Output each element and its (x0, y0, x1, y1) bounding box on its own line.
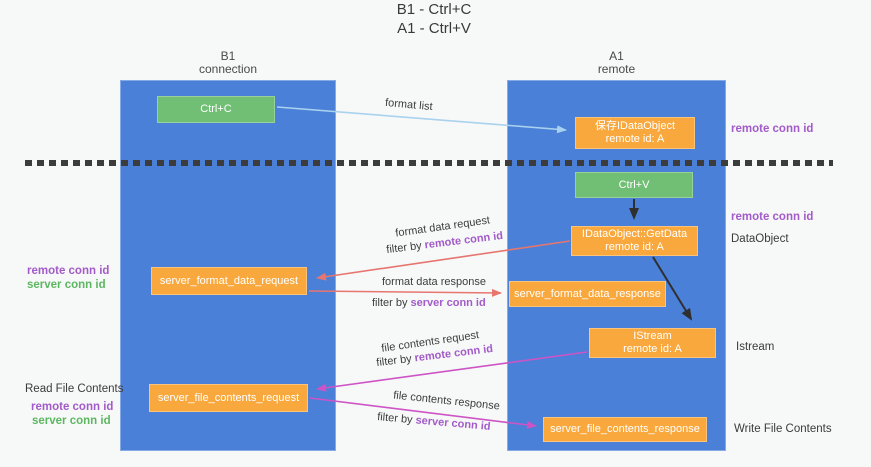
ctrl-v-box: Ctrl+V (575, 172, 693, 198)
filter-by-server-conn-id-label-1: filter by server conn id (372, 297, 486, 309)
server-file-contents-request-label: server_file_contents_request (157, 391, 300, 404)
remote-conn-id-annotation-right-1: remote conn id (731, 123, 814, 135)
format-data-response-label: format data response (382, 276, 486, 288)
istream-line2: remote id: A (623, 343, 682, 355)
lifeline-b1-name: B1 (220, 49, 236, 63)
server-conn-id-annotation-left-2: server conn id (32, 415, 111, 427)
istream-box: IStream remote id: A (589, 328, 716, 358)
ctrl-c-box: Ctrl+C (157, 96, 275, 123)
idataobject-getdata-line1: IDataObject::GetData (581, 228, 688, 240)
save-idataobject-line2: remote id: A (605, 133, 665, 145)
lifeline-a1-name: A1 (609, 49, 624, 63)
server-conn-id-annotation-left-1: server conn id (27, 279, 106, 291)
diagram-title-line1: B1 - Ctrl+C (396, 1, 472, 18)
server-format-data-response-box: server_format_data_response (509, 281, 666, 307)
read-file-contents-annotation: Read File Contents (25, 383, 124, 395)
ctrl-c-label: Ctrl+C (200, 103, 232, 115)
save-idataobject-line1: 保存IDataObject (594, 120, 676, 132)
idataobject-getdata-line2: remote id: A (605, 241, 664, 253)
server-format-data-request-label: server_format_data_request (159, 274, 299, 287)
diagram-title: B1 - Ctrl+C A1 - Ctrl+V (0, 0, 868, 38)
server-file-contents-request-box: server_file_contents_request (149, 384, 308, 412)
server-file-contents-response-box: server_file_contents_response (543, 417, 707, 442)
remote-conn-id-annotation-left-2: remote conn id (31, 401, 114, 413)
istream-line1: IStream (633, 330, 672, 342)
filter-by-server-conn-id-label-2: filter by server conn id (376, 411, 492, 433)
arrow-format-data-response (308, 288, 502, 297)
dataobject-annotation: DataObject (731, 233, 789, 245)
ctrl-v-label: Ctrl+V (618, 178, 650, 191)
lifeline-header-a1: A1 remote (507, 50, 726, 76)
server-format-data-request-box: server_format_data_request (151, 267, 307, 295)
format-list-label: format list (384, 96, 434, 114)
file-contents-response-label: file contents response (392, 389, 501, 413)
idataobject-getdata-box: IDataObject::GetData remote id: A (571, 226, 698, 256)
server-format-data-response-label: server_format_data_response (514, 287, 661, 300)
diagram-title-line2: A1 - Ctrl+V (397, 20, 471, 37)
server-file-contents-response-label: server_file_contents_response (550, 423, 700, 435)
lifeline-a1-role: remote (597, 62, 636, 76)
save-idataobject-box: 保存IDataObject remote id: A (575, 117, 695, 149)
lifeline-header-b1: B1 connection (120, 50, 336, 76)
remote-conn-id-annotation-right-2: remote conn id (731, 211, 814, 223)
write-file-contents-annotation: Write File Contents (734, 423, 832, 435)
lifeline-b1-role: connection (198, 62, 258, 76)
phase-separator-dashed-line (25, 160, 833, 166)
istream-annotation: Istream (736, 341, 775, 353)
remote-conn-id-annotation-left-1: remote conn id (27, 265, 110, 277)
